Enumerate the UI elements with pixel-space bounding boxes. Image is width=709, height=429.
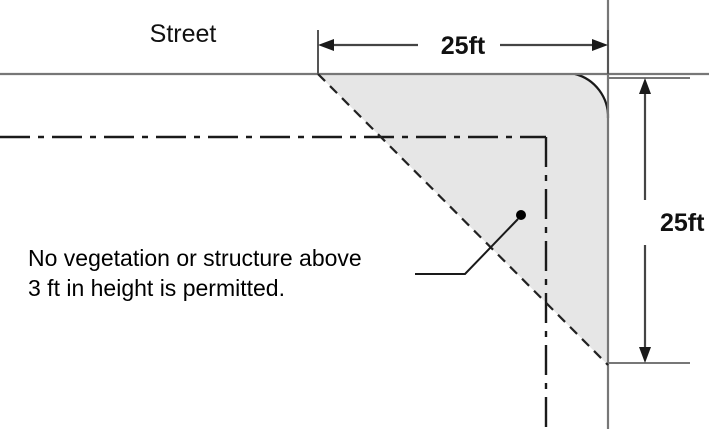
dimension-label-vertical: 25ft: [660, 209, 705, 237]
dimension-arrowhead-right: [592, 39, 608, 51]
sight-line-hypotenuse: [317, 73, 609, 366]
dimension-arrowhead-bottom: [639, 347, 651, 363]
dimension-arrowhead-left: [318, 39, 334, 51]
street-label: Street: [150, 20, 217, 48]
note-leader-dot: [516, 210, 526, 220]
note-text-line-2: 3 ft in height is permitted.: [28, 275, 285, 301]
note-leader-line: [415, 218, 519, 275]
dimension-arrowhead-top: [639, 78, 651, 94]
dimension-label-horizontal: 25ft: [441, 32, 486, 60]
note-text-line-1: No vegetation or structure above: [28, 245, 362, 271]
